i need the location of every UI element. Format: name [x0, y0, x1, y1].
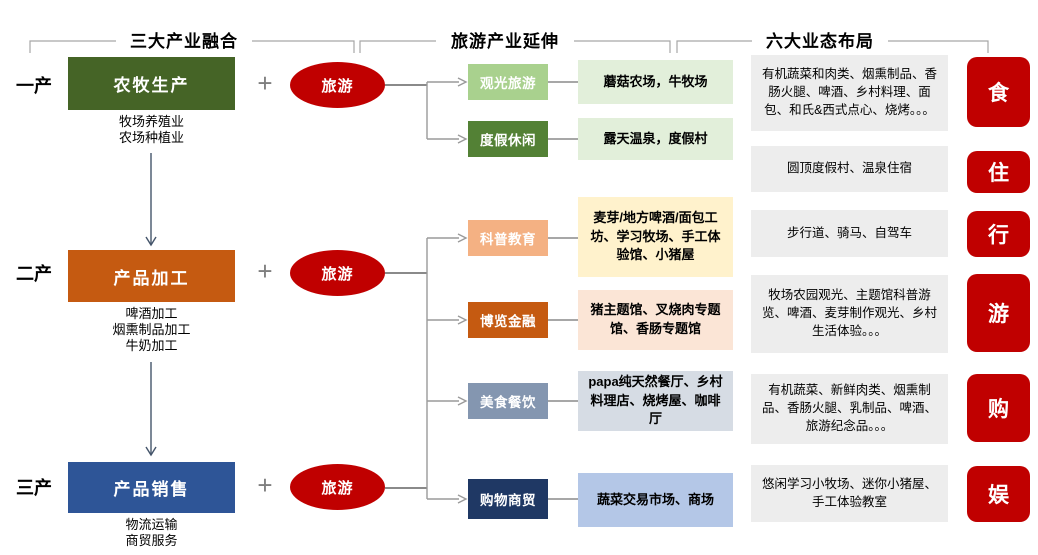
- header-bracket-lines: [29, 40, 989, 53]
- plus-sign-3: +: [257, 470, 273, 500]
- stage-sub-3: 物流运输 商贸服务: [125, 517, 178, 548]
- detail-box-sightseeing: 蘑菇农场，牛牧场: [578, 60, 733, 104]
- stage-sub-2: 啤酒加工 烟熏制品加工 牛奶加工: [112, 306, 191, 353]
- format-box-stay: 圆顶度假村、温泉住宿: [751, 146, 948, 192]
- bubble-feed-lines: [385, 84, 427, 489]
- format-box-tour: 牧场农园观光、主题馆科普游览、啤酒、麦芽制作观光、乡村生活体验。。。: [751, 275, 948, 353]
- detail-box-shopping: 蔬菜交易市场、商场: [578, 473, 733, 527]
- format-box-food: 有机蔬菜和肉类、烟熏制品、香肠火腿、啤酒、乡村料理、面包、和氏&西式点心、烧烤。…: [751, 55, 948, 131]
- stage-flow-arrows: [145, 153, 157, 457]
- tier-label-3: 三产: [16, 478, 52, 498]
- format-box-play: 悠闲学习小牧场、迷你小猪屋、手工体验教室: [751, 465, 948, 522]
- category-box-education: 科普教育: [468, 220, 548, 256]
- stage-box-agriculture: 农牧生产: [68, 57, 235, 110]
- tier-label-1: 一产: [16, 76, 52, 96]
- category-box-resort: 度假休闲: [468, 121, 548, 157]
- detail-box-resort: 露天温泉，度假村: [578, 118, 733, 160]
- tier-label-2: 二产: [16, 264, 52, 284]
- category-detail-links: [548, 81, 578, 500]
- format-tag-food: 食: [967, 57, 1030, 127]
- format-tag-stay: 住: [967, 151, 1030, 193]
- detail-box-dining: papa纯天然餐厅、乡村料理店、烧烤屋、咖啡厅: [578, 371, 733, 431]
- category-box-expo: 博览金融: [468, 302, 548, 338]
- detail-box-expo: 猪主题馆、叉烧肉专题馆、香肠专题馆: [578, 290, 733, 350]
- format-tag-tour: 游: [967, 274, 1030, 352]
- category-box-shopping: 购物商贸: [468, 479, 548, 519]
- detail-box-education: 麦芽/地方啤酒/面包工坊、学习牧场、手工体验馆、小猪屋: [578, 197, 733, 277]
- branch-arrows: [427, 77, 468, 504]
- tourism-bubble-3: 旅游: [290, 464, 385, 510]
- tourism-bubble-1: 旅游: [290, 62, 385, 108]
- stage-box-sales: 产品销售: [68, 462, 235, 513]
- section-title-three-industries: 三大产业融合: [130, 32, 238, 51]
- format-tag-buy: 购: [967, 374, 1030, 442]
- format-tag-play: 娱: [967, 466, 1030, 522]
- plus-sign-2: +: [257, 256, 273, 286]
- format-tag-travel: 行: [967, 211, 1030, 257]
- format-box-travel: 步行道、骑马、自驾车: [751, 210, 948, 257]
- category-box-dining: 美食餐饮: [468, 383, 548, 419]
- format-box-buy: 有机蔬菜、新鲜肉类、烟熏制品、香肠火腿、乳制品、啤酒、旅游纪念品。。。: [751, 374, 948, 444]
- stage-sub-1: 牧场养殖业 农场种植业: [118, 114, 184, 145]
- section-title-six-formats: 六大业态布局: [766, 32, 874, 51]
- section-title-tourism-extension: 旅游产业延伸: [451, 32, 559, 51]
- stage-box-processing: 产品加工: [68, 250, 235, 302]
- plus-sign-1: +: [257, 68, 273, 98]
- category-box-sightseeing: 观光旅游: [468, 64, 548, 100]
- tourism-bubble-2: 旅游: [290, 250, 385, 296]
